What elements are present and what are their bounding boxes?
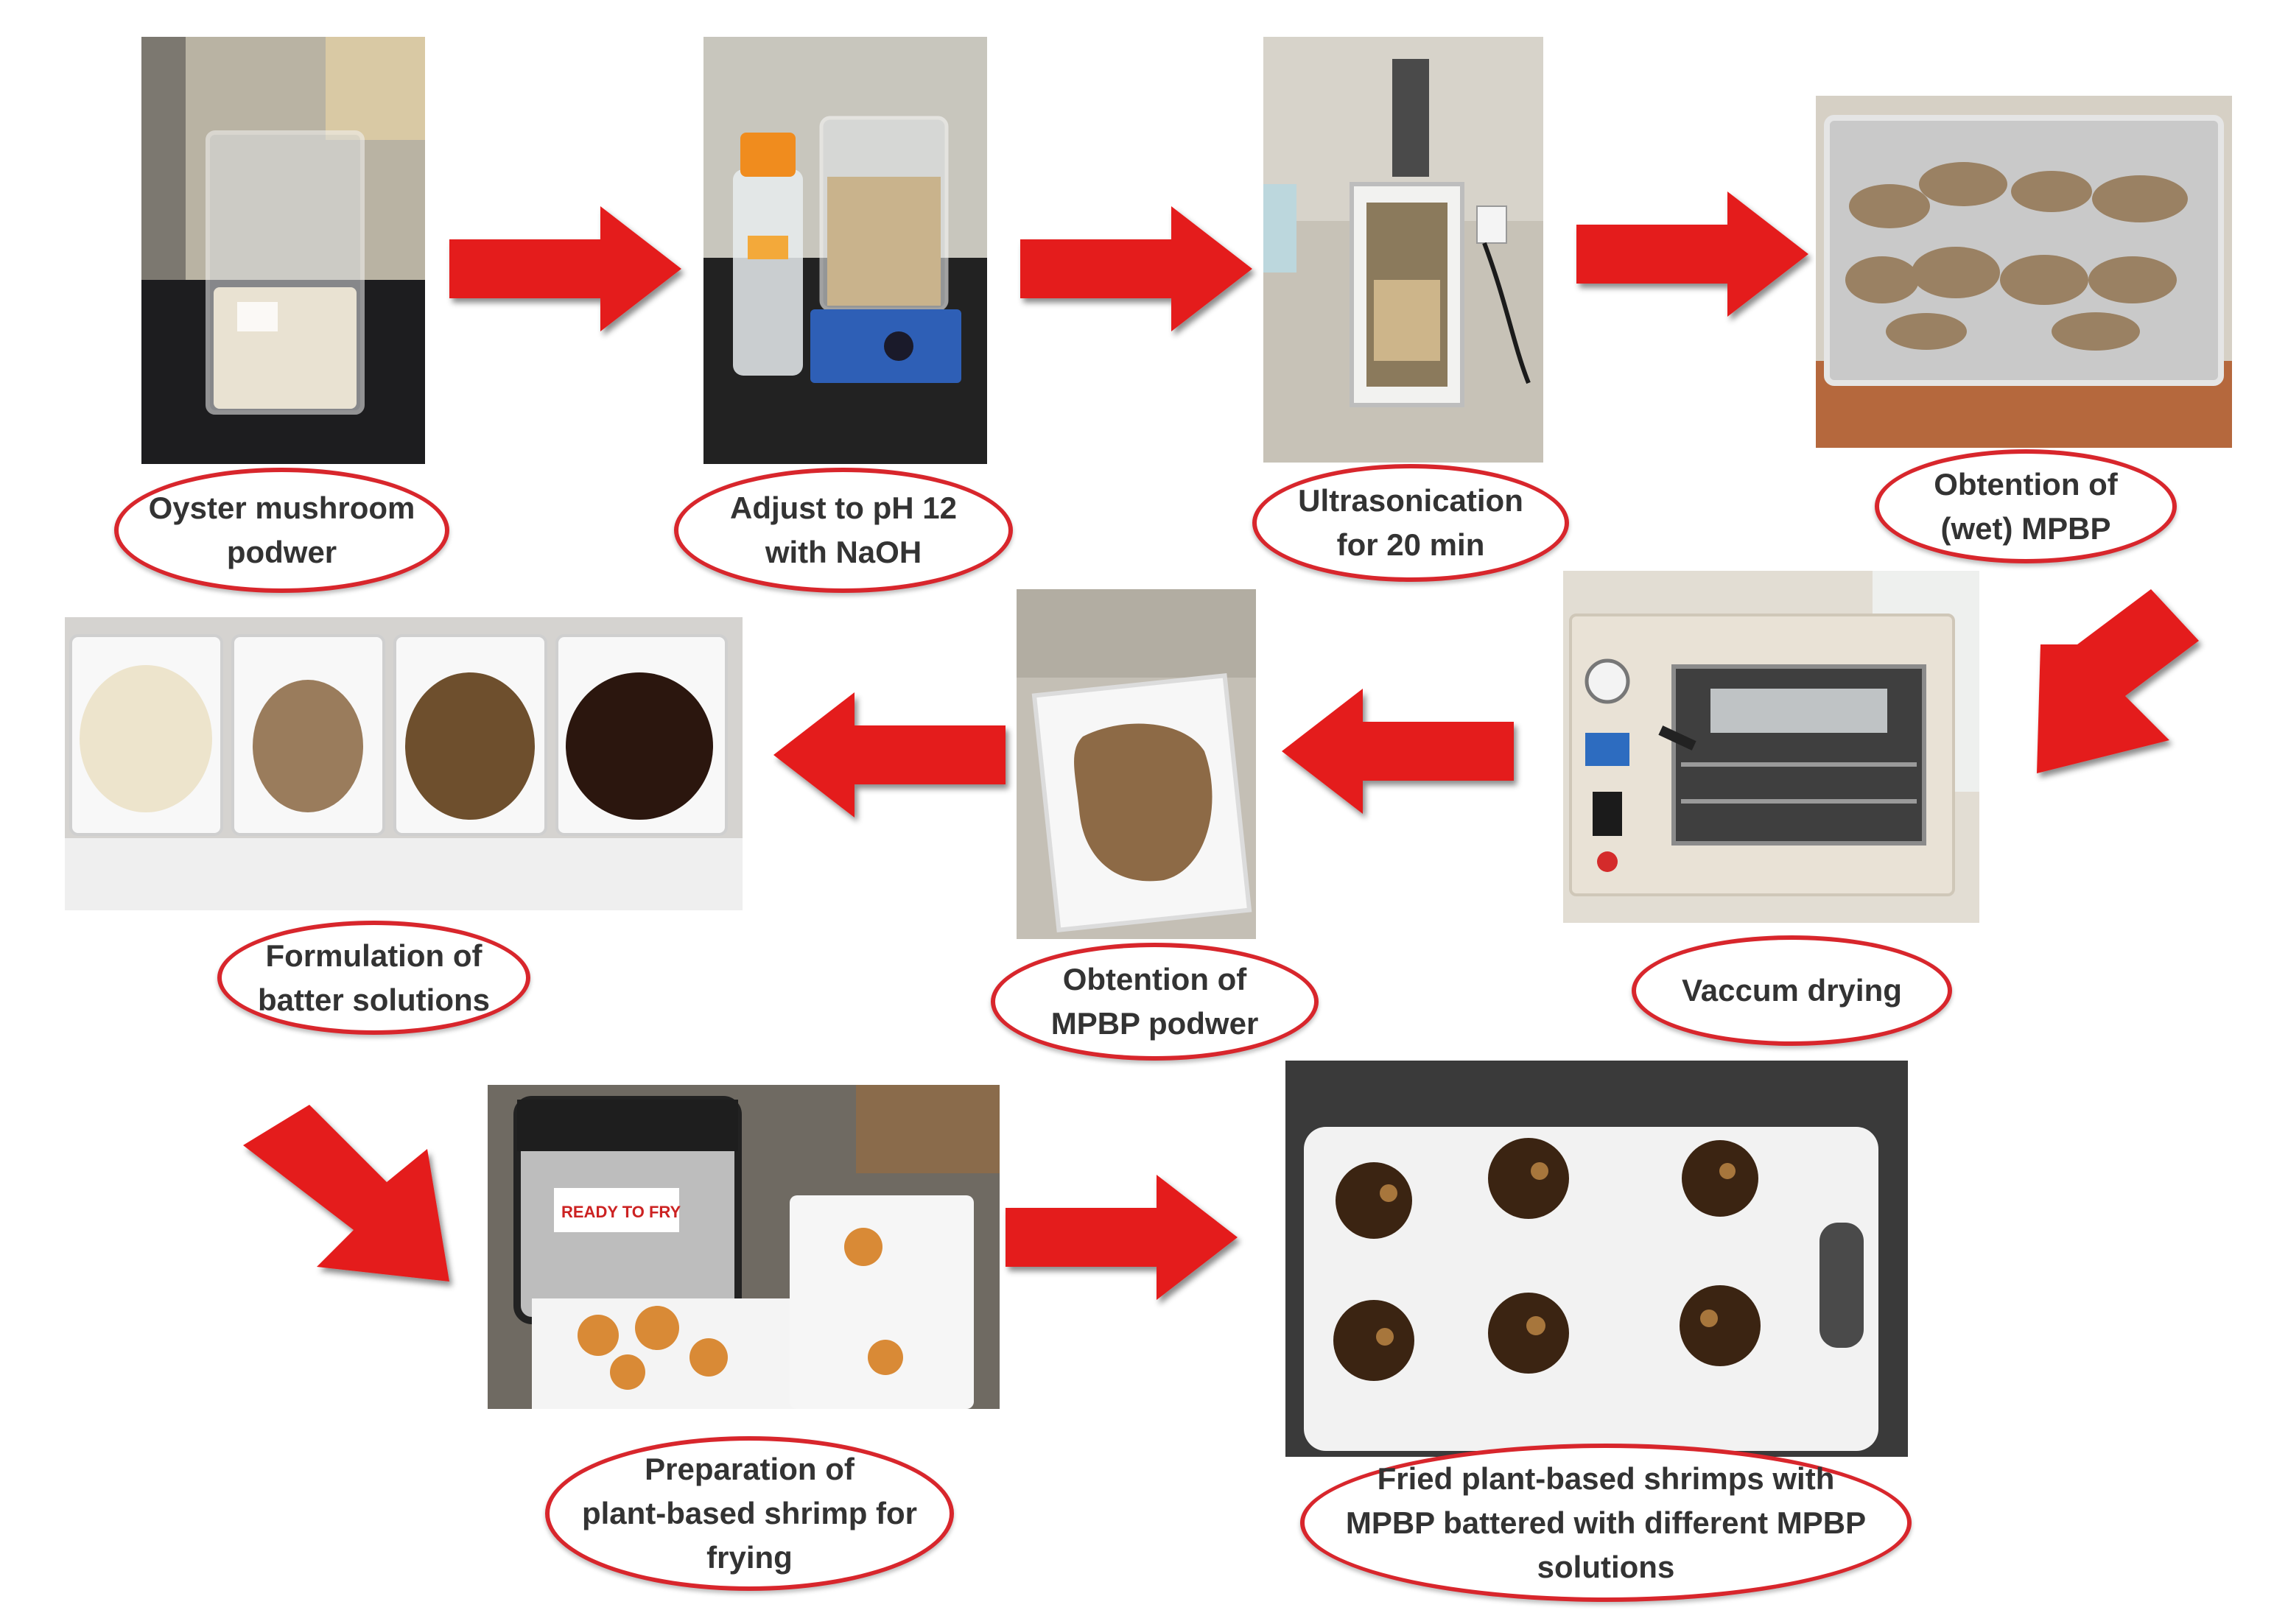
arrow-step6-to-step7 [773, 692, 1006, 818]
photo-batter-solutions [65, 617, 743, 910]
batter-dishes-image [65, 617, 743, 910]
wet-mpbp-tray-image [1816, 96, 2232, 448]
photo-mpbp-powder [1017, 589, 1256, 939]
photo-fried-shrimps [1285, 1061, 1908, 1457]
label-fried-shrimps: Fried plant-based shrimps with MPBP batt… [1300, 1444, 1912, 1602]
photo-wet-mpbp [1816, 96, 2232, 448]
label-oyster-mushroom-powder: Oyster mushroom podwer [114, 468, 449, 593]
arrow-step1-to-step2 [449, 206, 681, 331]
label-batter-solutions: Formulation of batter solutions [217, 921, 530, 1035]
fryer-brand-text: READY TO FRY [561, 1203, 681, 1221]
photo-ultrasonication [1263, 37, 1543, 463]
fried-shrimps-image [1285, 1061, 1908, 1457]
label-mpbp-powder: Obtention of MPBP podwer [991, 943, 1319, 1061]
arrow-step8-to-step9 [1006, 1175, 1238, 1300]
arrow-step4-to-step5 [2037, 589, 2199, 773]
arrow-step7-to-step8 [243, 1105, 449, 1282]
beaker-powder-image [141, 37, 425, 464]
arrow-step5-to-step6 [1282, 689, 1514, 814]
label-ultrasonication: Ultrasonication for 20 min [1252, 464, 1569, 582]
label-wet-mpbp: Obtention of (wet) MPBP [1875, 449, 2177, 563]
fryer-shrimp-image: READY TO FRY [488, 1085, 1000, 1409]
photo-oyster-mushroom-powder [141, 37, 425, 464]
photo-ph-adjust [703, 37, 987, 464]
label-shrimp-preparation: Preparation of plant-based shrimp for fr… [545, 1436, 954, 1591]
vacuum-oven-image [1563, 571, 1979, 923]
label-vacuum-drying: Vaccum drying [1632, 935, 1952, 1046]
label-adjust-ph: Adjust to pH 12 with NaOH [674, 468, 1013, 593]
ultrasonicator-image [1263, 37, 1543, 463]
photo-shrimp-preparation: READY TO FRY [488, 1085, 1000, 1409]
mpbp-powder-image [1017, 589, 1256, 939]
photo-vacuum-drying [1563, 571, 1979, 923]
arrow-step3-to-step4 [1576, 191, 1808, 317]
bottle-stirrer-image [703, 37, 987, 464]
arrow-step2-to-step3 [1020, 206, 1252, 331]
